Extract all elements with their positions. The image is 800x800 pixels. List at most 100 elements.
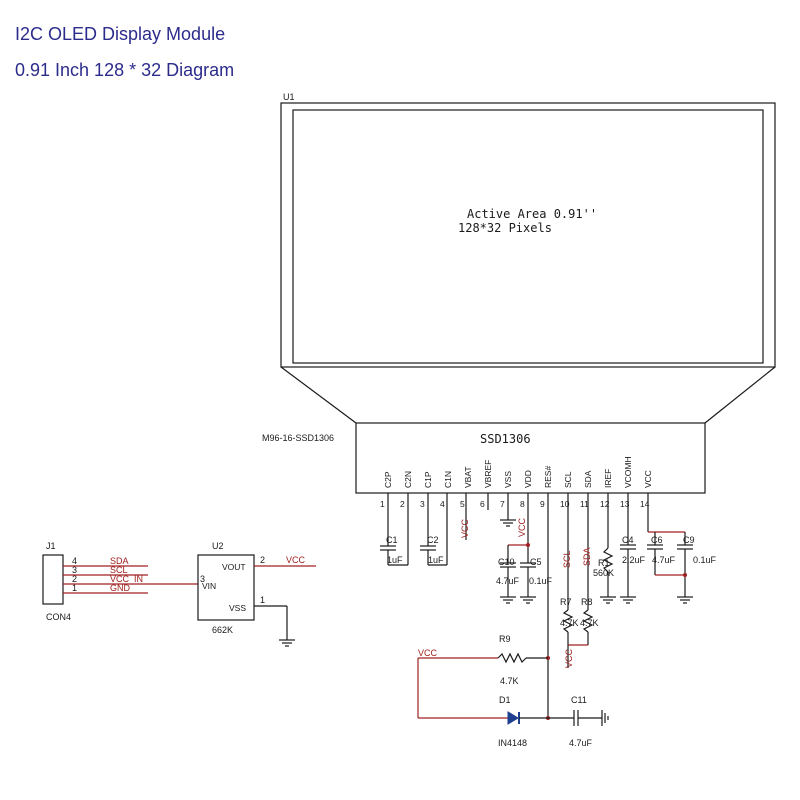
- regulator-u2: U2 VOUT VIN VSS 662K 2 VCC 3 1: [197, 541, 316, 647]
- c9-ref: C9: [683, 535, 695, 545]
- c4-ref: C4: [622, 535, 634, 545]
- r8-ref: R8: [581, 597, 593, 607]
- part-number: M96-16-SSD1306: [262, 433, 334, 443]
- vdd-network: VCC C10 4.7uF C5 0.1uF: [496, 493, 553, 604]
- pin-number-6: 6: [480, 499, 485, 509]
- pin-name-7: VSS: [503, 471, 513, 488]
- vcomh-capacitor: C4 2.2uF: [620, 493, 646, 604]
- c11-ref: C11: [571, 695, 587, 705]
- active-area-label: Active Area 0.91'': [467, 207, 597, 221]
- c9-value: 0.1uF: [693, 555, 717, 565]
- u2-vin-label: VIN: [202, 581, 216, 591]
- r9-ref: R9: [499, 634, 511, 644]
- pin-number-4: 4: [440, 499, 445, 509]
- pin-name-8: VDD: [523, 470, 533, 488]
- d1-value: IN4148: [498, 738, 527, 748]
- r9-vcc-label: VCC: [418, 648, 438, 658]
- pin-number-1: 1: [380, 499, 385, 509]
- j1-pin-3: 3: [72, 565, 77, 575]
- c5-value: 0.1uF: [529, 576, 553, 586]
- pin-number-13: 13: [620, 499, 630, 509]
- vdd-vcc-label: VCC: [517, 517, 527, 537]
- d1-ref: D1: [499, 695, 511, 705]
- pin-number-3: 3: [420, 499, 425, 509]
- pin-number-7: 7: [500, 499, 505, 509]
- u2-vss-pin: 1: [260, 595, 265, 605]
- j1-net-vcc-in: VCC_IN: [110, 574, 143, 584]
- j1-net-sda: SDA: [110, 556, 129, 566]
- pin-name-10: SCL: [563, 471, 573, 488]
- c1-ref: C1: [386, 535, 398, 545]
- oled-panel: U1 Active Area 0.91'' 128*32 Pixels: [280, 92, 776, 424]
- pin-name-13: VCOMH: [623, 456, 633, 488]
- sda-net-label: SDA: [582, 547, 592, 566]
- u2-vin-pin: 3: [200, 574, 205, 584]
- u2-ref: U2: [212, 541, 224, 551]
- pin-name-3: C1P: [423, 471, 433, 488]
- c1-value: 1uF: [387, 555, 403, 565]
- pin-name-4: C1N: [443, 471, 453, 488]
- capacitor-c2: C2 1uF: [420, 493, 448, 566]
- pin-number-11: 11: [580, 499, 589, 509]
- scl-net-label: SCL: [562, 550, 572, 568]
- pixels-label: 128*32 Pixels: [458, 221, 552, 235]
- j1-pin-4: 4: [72, 556, 77, 566]
- u2-vss-label: VSS: [229, 603, 246, 613]
- c2-value: 1uF: [428, 555, 444, 565]
- u1-ref: U1: [283, 92, 295, 102]
- capacitor-c1: C1 1uF: [380, 493, 409, 566]
- pin-name-2: C2N: [403, 471, 413, 488]
- j1-part: CON4: [46, 612, 71, 622]
- pin-name-12: IREF: [603, 469, 613, 488]
- u2-vout-label: VOUT: [222, 562, 246, 572]
- iref-resistor: R1 560K: [593, 493, 616, 604]
- controller-block: M96-16-SSD1306 SSD1306: [262, 422, 706, 494]
- r9-value: 4.7K: [500, 676, 519, 686]
- pin-number-2: 2: [400, 499, 405, 509]
- r7-ref: R7: [560, 597, 572, 607]
- controller-pins: C2P1C2N2C1P3C1N4VBAT5VBREF6VSS7VDD8RES#9…: [380, 456, 653, 509]
- c6-ref: C6: [651, 535, 663, 545]
- j1-pin-1: 1: [72, 583, 77, 593]
- c6-value: 4.7uF: [652, 555, 676, 565]
- r1-value: 560K: [593, 568, 614, 578]
- u2-vout-net: VCC: [286, 555, 306, 565]
- j1-pin-2: 2: [72, 574, 77, 584]
- pin-number-10: 10: [560, 499, 570, 509]
- pin-number-9: 9: [540, 499, 545, 509]
- pin-number-14: 14: [640, 499, 650, 509]
- vbat-vcc-label: VCC: [460, 518, 470, 538]
- pin-name-5: VBAT: [463, 466, 473, 488]
- pin-name-6: VBREF: [483, 460, 493, 488]
- r7-value: 4.7K: [560, 618, 579, 628]
- vcc-capacitors: C6 4.7uF C9 0.1uF: [647, 493, 717, 604]
- j1-net-scl: SCL: [110, 565, 128, 575]
- c10-ref: C10: [498, 557, 515, 567]
- j1-net-gnd: GND: [110, 583, 131, 593]
- u2-part: 662K: [212, 625, 233, 635]
- vss-ground: [500, 493, 516, 527]
- c10-value: 4.7uF: [496, 576, 520, 586]
- c2-ref: C2: [427, 535, 439, 545]
- c4-value: 2.2uF: [622, 555, 646, 565]
- pin-number-5: 5: [460, 499, 465, 509]
- pin-name-11: SDA: [583, 470, 593, 488]
- pin-number-12: 12: [600, 499, 610, 509]
- reset-network: [546, 493, 550, 720]
- j1-ref: J1: [46, 541, 56, 551]
- pin-name-9: RES#: [543, 466, 553, 488]
- connector-j1: J1 CON4 4 3 2 1 SDA SCL VCC_IN GND: [42, 541, 198, 622]
- reset-rc-network: VCC R9 4.7K D1 IN4148 C11 4.7uF: [417, 634, 609, 748]
- u2-vout-pin: 2: [260, 555, 265, 565]
- r1-ref: R1: [598, 558, 610, 568]
- pullup-vcc-label: VCC: [564, 648, 574, 668]
- c11-value: 4.7uF: [569, 738, 593, 748]
- pin-name-14: VCC: [643, 470, 653, 488]
- diagram-title: I2C OLED Display Module: [15, 24, 226, 44]
- r8-value: 4.7K: [580, 618, 599, 628]
- diagram-subtitle: 0.91 Inch 128 * 32 Diagram: [15, 60, 235, 80]
- c5-ref: C5: [530, 557, 542, 567]
- i2c-pullups: SCL SDA VCC R7 R8 4.7K 4.7K: [560, 493, 599, 668]
- controller-name: SSD1306: [480, 432, 531, 446]
